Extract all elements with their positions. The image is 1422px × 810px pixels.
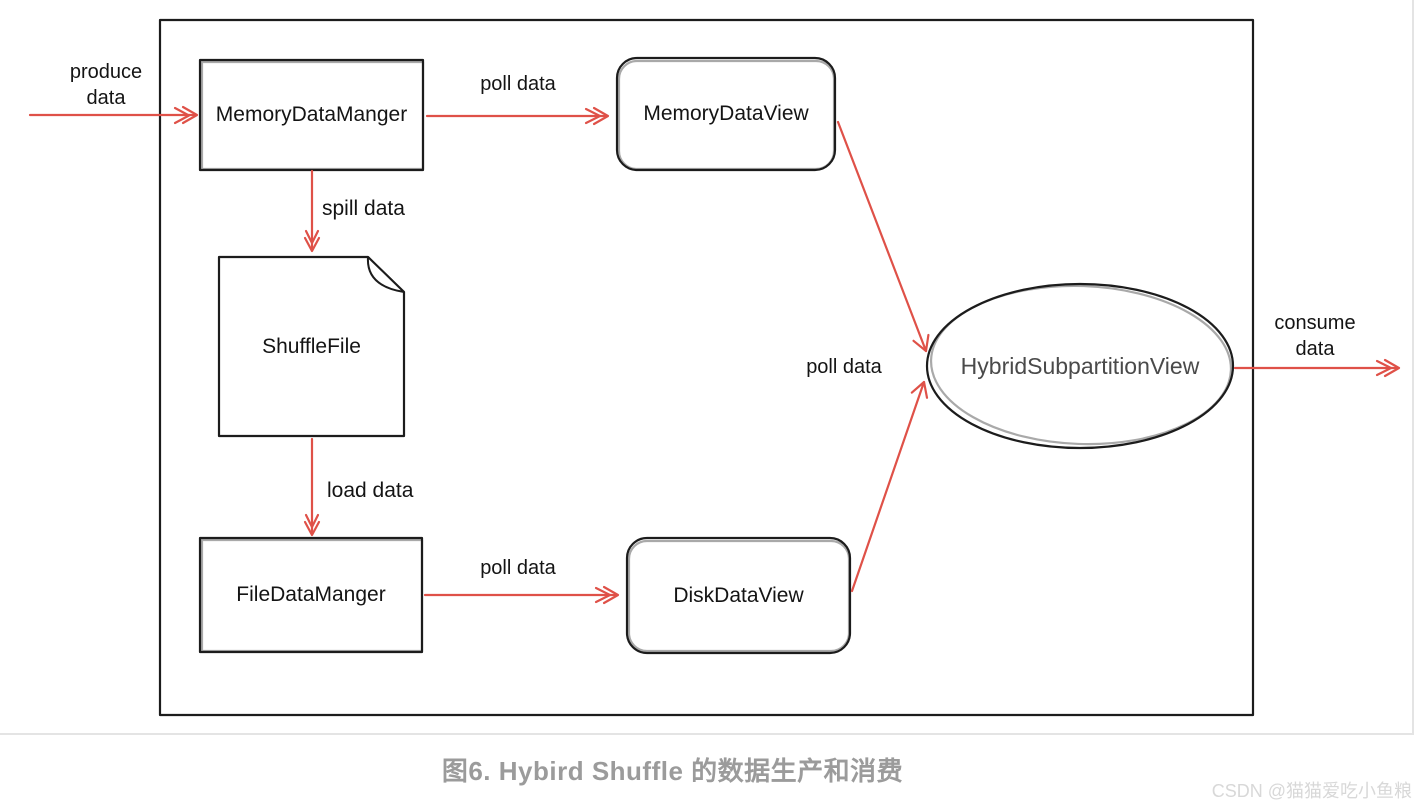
file-data-manager-box	[198, 536, 424, 654]
hybrid-subpartition-view-label: HybridSubpartitionView	[960, 352, 1200, 379]
produce-data-label: produce data	[69, 61, 143, 109]
hybrid-subpartition-view-ellipse	[925, 282, 1235, 450]
csdn-watermark: CSDN @猫猫爱吃小鱼粮	[1211, 781, 1412, 801]
memory-data-view-box-sketch	[617, 59, 836, 171]
hybrid-subpartition-view-ellipse-sketch	[929, 284, 1233, 446]
file-data-manager-box-sketch	[200, 538, 424, 653]
poll-data-label-mid: poll data	[806, 356, 882, 378]
memory-view-to-hybrid-arrow	[836, 120, 930, 353]
consume-data-arrow	[1233, 358, 1401, 378]
memory-data-view-box	[615, 56, 837, 172]
spill-data-label: spill data	[322, 197, 405, 220]
poll-data-label-bottom: poll data	[480, 557, 556, 579]
figure-caption: 图6. Hybird Shuffle 的数据生产和消费	[441, 756, 904, 786]
shuffle-file-icon	[217, 255, 406, 438]
disk-data-view-label: DiskDataView	[673, 583, 804, 607]
file-data-manager-label: FileDataManger	[236, 583, 386, 606]
produce-data-arrow	[28, 105, 199, 125]
memory-data-manager-label: MemoryDataManger	[215, 103, 408, 126]
disk-data-view-box	[625, 536, 852, 655]
disk-view-to-hybrid-arrow	[850, 380, 929, 593]
poll-data-arrow-bottom	[423, 585, 620, 605]
poll-data-label-top: poll data	[480, 73, 556, 95]
consume-data-label: consume data	[1274, 312, 1356, 360]
memory-data-view-label: MemoryDataView	[643, 102, 809, 125]
memory-data-manager-box	[198, 58, 425, 172]
shuffle-file-label: ShuffleFile	[262, 334, 361, 358]
load-data-label: load data	[327, 479, 414, 502]
article-image-frame	[0, 0, 1414, 735]
memory-data-manager-box-sketch	[200, 60, 425, 171]
poll-data-arrow-top	[425, 106, 610, 126]
load-data-arrow	[303, 437, 321, 537]
shuffle-file-fold-icon	[366, 256, 405, 293]
spill-data-arrow	[303, 169, 321, 253]
disk-data-view-box-sketch	[627, 539, 851, 653]
